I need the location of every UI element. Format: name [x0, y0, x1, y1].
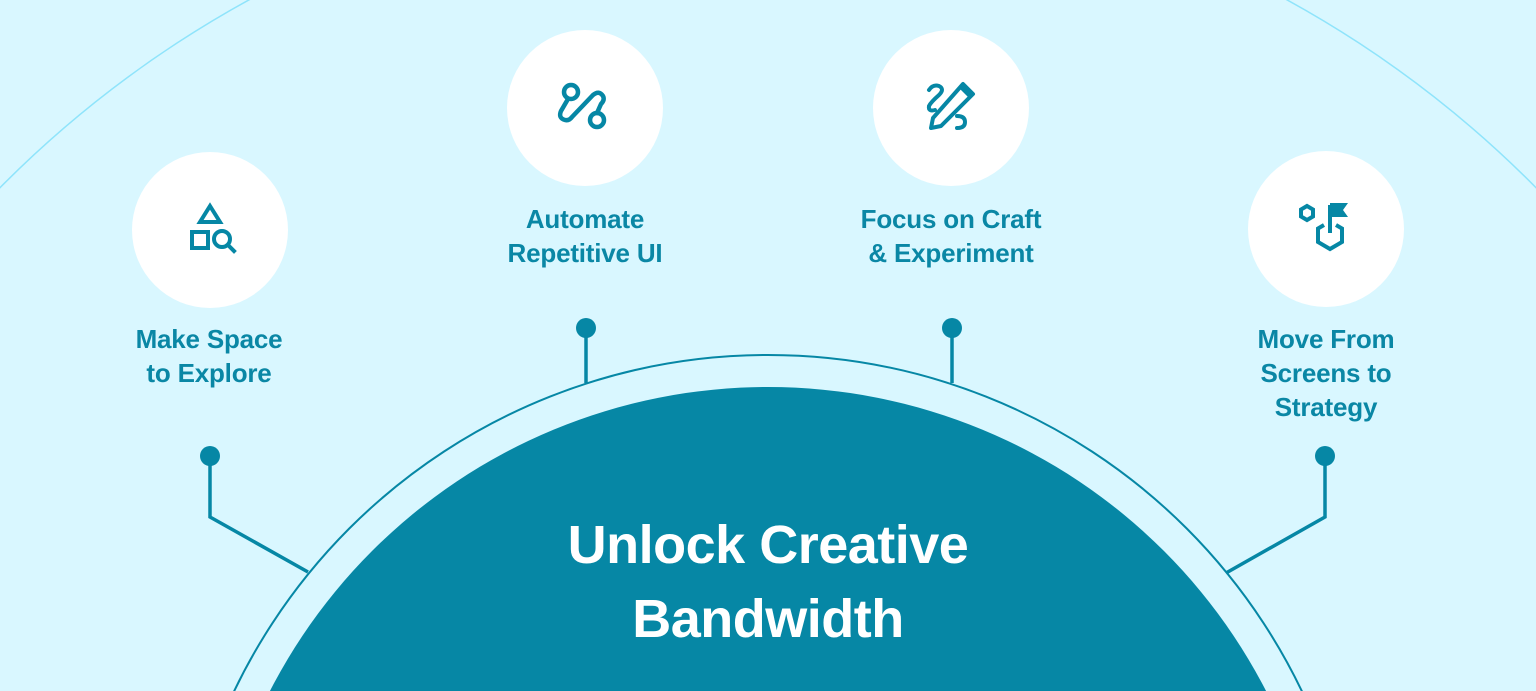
path-route-icon [557, 82, 607, 130]
center-title: Unlock Creative Bandwidth [567, 515, 969, 649]
node-automate-icon-badge [507, 30, 663, 186]
node-automate-label: Automate Repetitive UI [507, 204, 663, 268]
pencil-scribble-icon [926, 82, 975, 130]
node-focus-label: Focus on Craft & Experiment [860, 204, 1042, 268]
connector-strategy [1225, 446, 1335, 575]
inner-outline-ring [233, 354, 1303, 691]
node-make-space-icon-badge [132, 152, 288, 308]
connector-automate [576, 318, 596, 383]
hexagon-flag-icon [1299, 203, 1348, 252]
node-strategy-label: Move From Screens to Strategy [1257, 324, 1395, 422]
node-strategy-icon-badge [1248, 151, 1404, 307]
shapes-search-icon [190, 202, 237, 254]
connector-make-space [200, 446, 309, 574]
center-hub [270, 387, 1266, 691]
connector-focus [942, 318, 962, 383]
node-make-space-label: Make Space to Explore [135, 324, 283, 388]
node-focus-icon-badge [873, 30, 1029, 186]
